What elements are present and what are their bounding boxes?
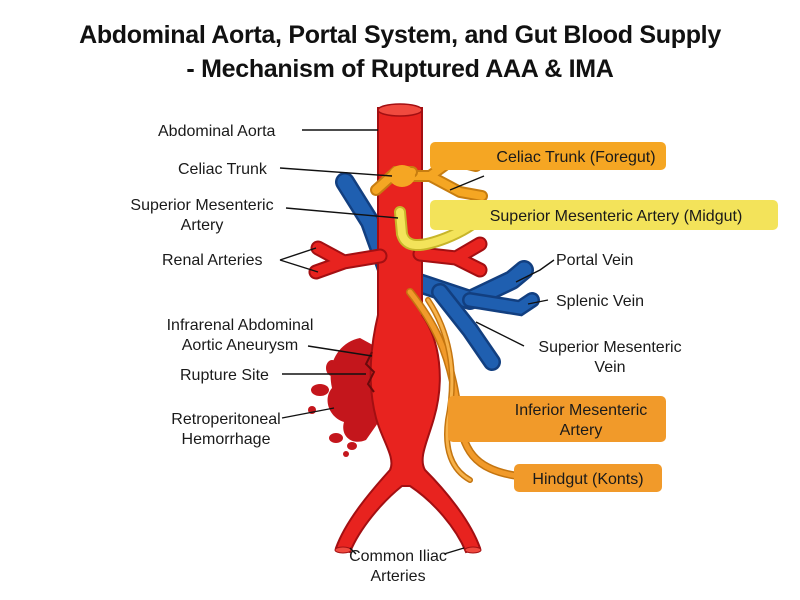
label-renal-arteries: Renal Arteries (162, 252, 263, 269)
label-sma-line2: Artery (181, 217, 224, 234)
label-rupture-site: Rupture Site (180, 367, 269, 384)
badge-ima (448, 396, 666, 442)
label-smv-line1: Superior Mesenteric (538, 339, 681, 356)
label-splenic-vein: Splenic Vein (556, 293, 644, 310)
label-iliac-line2: Arteries (370, 568, 425, 585)
label-celiac-trunk: Celiac Trunk (178, 161, 268, 178)
label-abdominal-aorta: Abdominal Aorta (158, 123, 276, 140)
portal-venous-system (335, 172, 540, 371)
badge-celiac-foregut-text: Celiac Trunk (Foregut) (496, 149, 655, 166)
badge-celiac-foregut (430, 142, 666, 170)
badge-sma-midgut (430, 200, 778, 230)
label-aneurysm-line1: Infrarenal Abdominal (167, 317, 314, 334)
abdominal-aorta-shape (308, 103, 488, 554)
label-hemorrhage-line1: Retroperitoneal (171, 411, 280, 428)
badge-ima-line1: Inferior Mesenteric (515, 402, 648, 419)
badge-hindgut-text: Hindgut (Konts) (532, 471, 643, 488)
hemorrhage-splatter (308, 338, 382, 457)
rupture-crack (364, 351, 376, 393)
leader-lines (279, 129, 555, 555)
label-iliac-line1: Common Iliac (349, 548, 447, 565)
label-aneurysm-line2: Aortic Aneurysm (182, 337, 298, 354)
title-line-1: Abdominal Aorta, Portal System, and Gut … (79, 21, 721, 49)
title-line-2: - Mechanism of Ruptured AAA & IMA (186, 55, 614, 83)
diagram-title: Abdominal Aorta, Portal System, and Gut … (0, 18, 800, 86)
label-portal-vein: Portal Vein (556, 252, 633, 269)
label-sma-line1: Superior Mesenteric (130, 197, 273, 214)
badge-ima-line2: Artery (560, 422, 603, 439)
label-smv-line2: Vein (594, 359, 625, 376)
badge-sma-midgut-text: Superior Mesenteric Artery (Midgut) (490, 208, 743, 225)
label-hemorrhage-line2: Hemorrhage (182, 431, 271, 448)
badge-hindgut (514, 464, 662, 492)
